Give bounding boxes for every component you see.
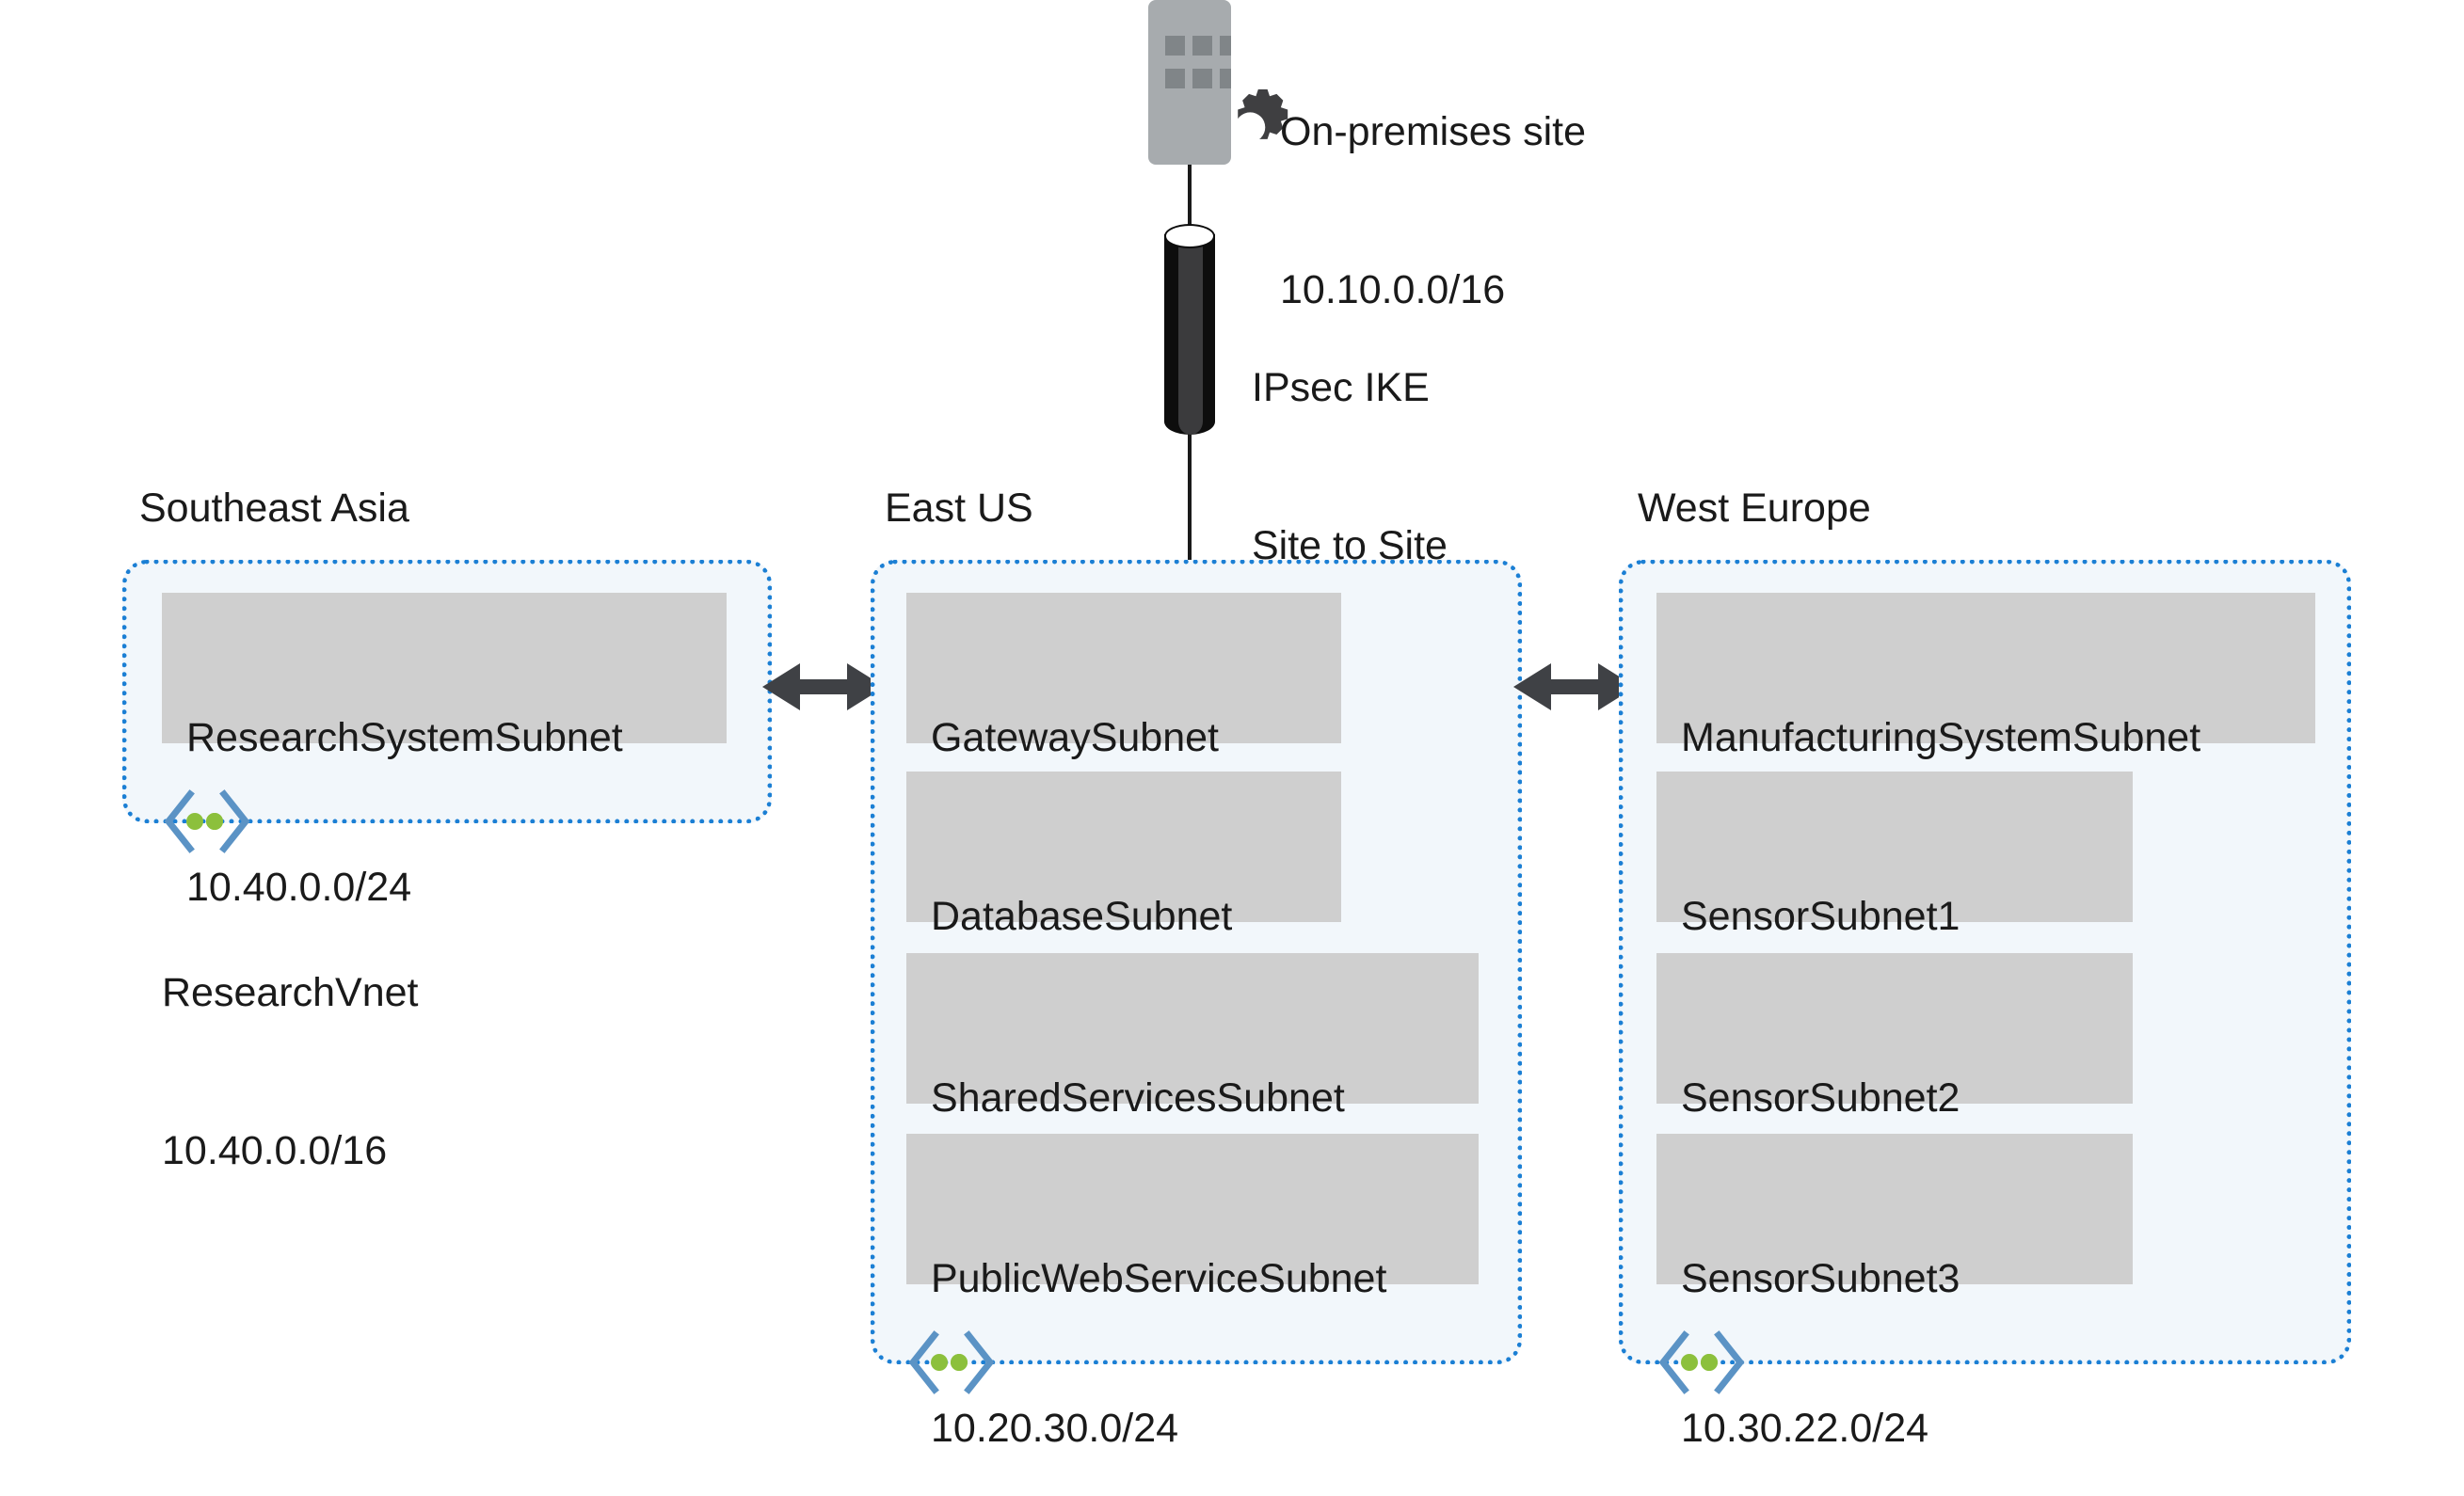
vnet-caption-coreservices: CoreServicesVnet 10.20.0.0/16 [906,1402,1233,1496]
onpremises-name: On-premises site [1280,109,1586,154]
subnet-sensor-2[interactable]: SensorSubnet2 10.30.21.0/24 [1656,953,2133,1270]
subnet-name: SensorSubnet1 [1681,894,1960,939]
tunnel-opening [1164,224,1215,248]
vnet-cidr: 10.40.0.0/16 [162,1128,388,1173]
onpremises-cidr: 10.10.0.0/16 [1280,267,1506,312]
subnet-name: GatewaySubnet [931,715,1219,760]
server-window [1192,36,1212,56]
subnet-gateway[interactable]: GatewaySubnet 10.20.0.0/27 [906,593,1341,910]
vnet-icon [906,1329,997,1395]
subnet-sensor-1[interactable]: SensorSubnet1 10.30.20.0/24 [1656,772,2133,1089]
subnet-manufacturing-system[interactable]: ManufacturingSystemSubnet 10.30.10.0/24 [1656,593,2315,910]
subnet-cidr: 10.40.0.0/24 [186,865,412,910]
tunnel-highlight [1178,234,1203,435]
subnet-name: SensorSubnet2 [1681,1075,1960,1121]
gear-icon [1212,88,1291,168]
subnet-database[interactable]: DatabaseSubnet 10.20.20.0/24 [906,772,1341,1089]
vnet-name: ResearchVnet [162,970,419,1015]
subnet-research-system[interactable]: ResearchSystemSubnet 10.40.0.0/24 [162,593,727,910]
region-label-southeast-asia: Southeast Asia [139,485,409,531]
server-window [1220,36,1231,56]
vnet-caption-manufacturing: ManufacturingVnet 10.30.0.0/16 [1656,1402,1996,1496]
region-label-west-europe: West Europe [1638,485,1871,531]
server-rack-icon [1148,0,1231,165]
onpremises-label: On-premises site 10.10.0.0/16 [1280,0,1586,422]
subnet-name: DatabaseSubnet [931,894,1233,939]
subnet-name: PublicWebServiceSubnet [931,1256,1387,1301]
server-window [1192,69,1212,88]
peering-arrow-core-manufacturing [1513,654,1636,720]
server-window [1165,36,1185,56]
subnet-name: SensorSubnet3 [1681,1256,1960,1301]
subnet-publicwebservice[interactable]: PublicWebServiceSubnet 10.20.30.0/24 [906,1134,1479,1451]
subnet-name: ResearchSystemSubnet [186,715,623,760]
subnet-name: ManufacturingSystemSubnet [1681,715,2201,760]
subnet-name: SharedServicesSubnet [931,1075,1345,1121]
server-window [1165,69,1185,88]
vnet-icon [1656,1329,1747,1395]
peering-arrow-research-core [762,654,885,720]
region-label-east-us: East US [885,485,1033,531]
subnet-sensor-3[interactable]: SensorSubnet3 10.30.22.0/24 [1656,1134,2133,1451]
vpn-tunnel-icon [1164,224,1215,445]
vnet-icon [162,788,252,854]
server-window [1220,69,1231,88]
subnet-sharedservices[interactable]: SharedServicesSubnet 10.20.10.0/24 [906,953,1479,1270]
vnet-caption-research: ResearchVnet 10.40.0.0/16 [162,861,419,1282]
subnet-cidr: 10.30.22.0/24 [1681,1406,1929,1451]
tunnel-line-1: IPsec IKE [1252,365,1430,410]
subnet-cidr: 10.20.30.0/24 [931,1406,1179,1451]
